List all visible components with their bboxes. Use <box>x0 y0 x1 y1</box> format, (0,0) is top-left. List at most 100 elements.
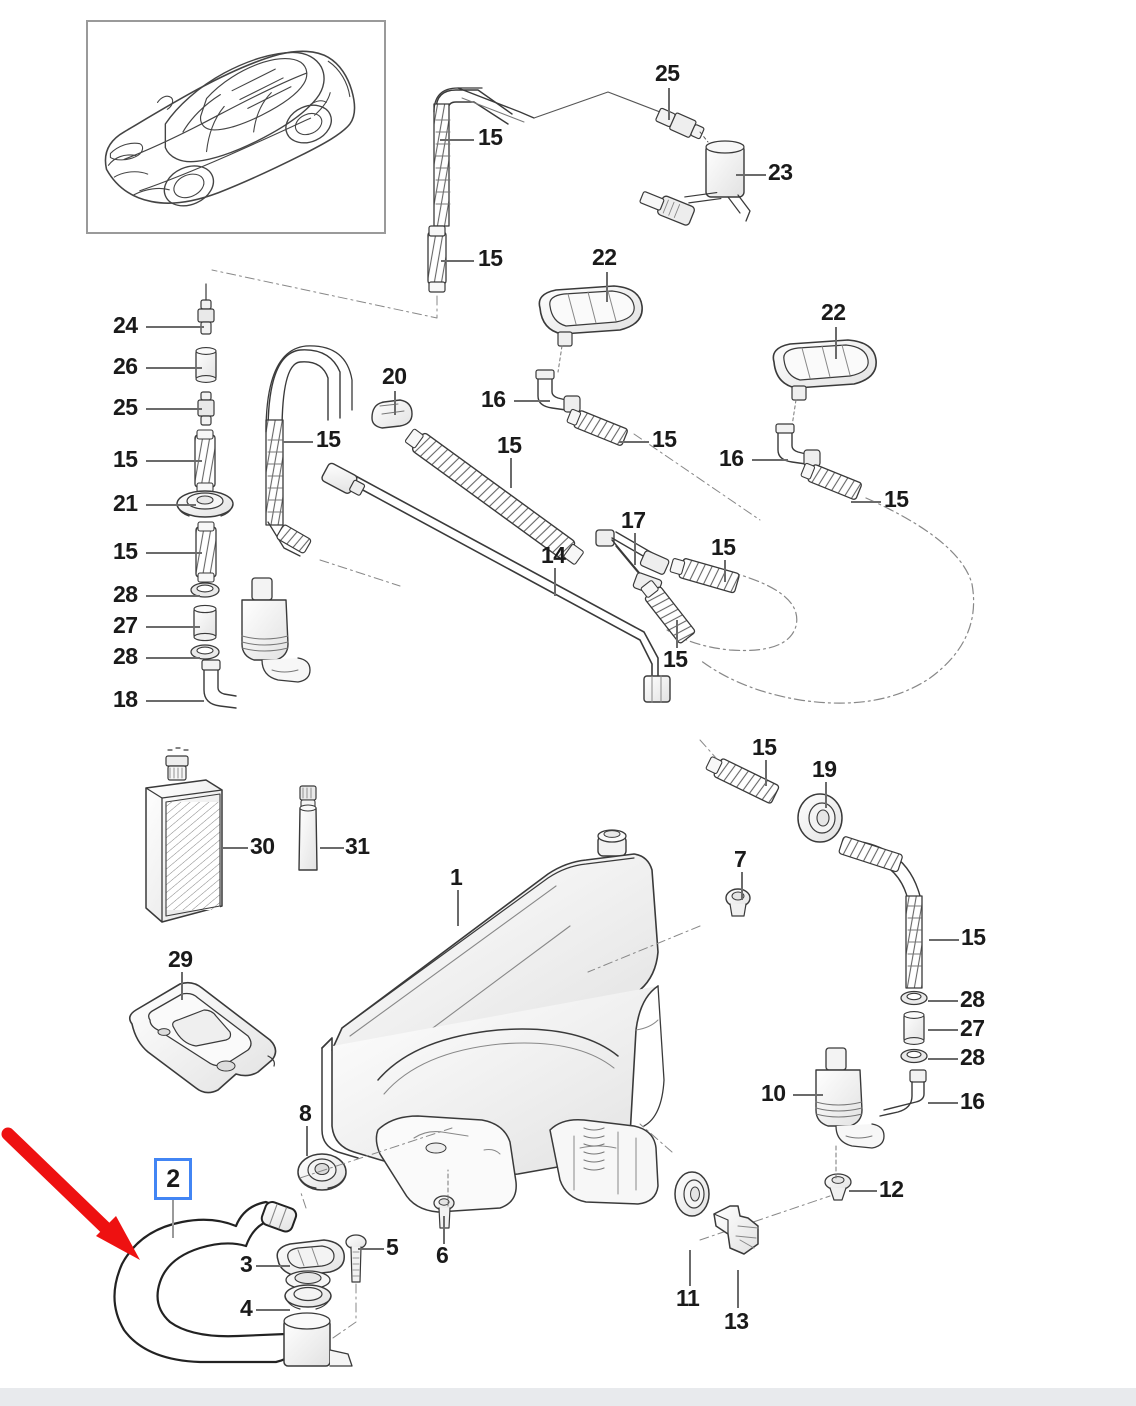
callout-number-16: 16 <box>481 386 506 412</box>
callout-number-15: 15 <box>961 924 986 950</box>
leader-line <box>146 504 196 506</box>
leader-line <box>737 1270 739 1308</box>
leader-line <box>736 174 766 176</box>
leader-line <box>741 872 743 900</box>
callout-number-5: 5 <box>386 1234 399 1260</box>
leader-line <box>668 88 670 120</box>
leader-line <box>457 890 459 926</box>
leader-line <box>793 1094 823 1096</box>
callout-number-17: 17 <box>621 507 646 533</box>
callout-number-1: 1 <box>450 864 463 890</box>
leader-line <box>146 460 202 462</box>
leader-line <box>752 459 788 461</box>
callout-number-8: 8 <box>299 1100 312 1126</box>
leader-line <box>510 458 512 488</box>
leader-line <box>634 533 636 565</box>
callout-number-27: 27 <box>113 612 138 638</box>
leader-line <box>825 782 827 808</box>
callout-number-15: 15 <box>663 646 688 672</box>
callout-number-11: 11 <box>676 1285 700 1311</box>
callout-number-25: 25 <box>113 394 138 420</box>
callout-number-26: 26 <box>113 353 138 379</box>
leader-line <box>320 847 344 849</box>
highlighted-part-number: 2 <box>166 1164 180 1193</box>
leader-line <box>554 568 556 596</box>
callout-number-15: 15 <box>113 538 138 564</box>
callout-number-16: 16 <box>960 1088 985 1114</box>
highlight-leader-line <box>172 1200 174 1238</box>
callout-number-15: 15 <box>497 432 522 458</box>
callout-number-15: 15 <box>652 426 677 452</box>
highlighted-part-box[interactable]: 2 <box>154 1158 192 1200</box>
callout-number-15: 15 <box>711 534 736 560</box>
leader-line <box>146 657 200 659</box>
callout-number-15: 15 <box>478 124 503 150</box>
callout-number-27: 27 <box>960 1015 985 1041</box>
leader-line <box>689 1250 691 1286</box>
callout-number-24: 24 <box>113 312 138 338</box>
leader-line <box>514 400 550 402</box>
callout-number-15: 15 <box>752 734 777 760</box>
callout-number-28: 28 <box>113 581 138 607</box>
callout-number-16: 16 <box>719 445 744 471</box>
callout-number-10: 10 <box>761 1080 786 1106</box>
leader-line <box>181 972 183 1000</box>
leader-line <box>222 847 248 849</box>
callout-number-14: 14 <box>541 542 566 568</box>
vehicle-inset-frame <box>86 20 386 234</box>
leader-line <box>441 260 474 262</box>
callout-number-13: 13 <box>724 1308 749 1334</box>
callout-number-20: 20 <box>382 363 407 389</box>
leader-line <box>146 552 202 554</box>
leader-line <box>146 626 200 628</box>
leader-line <box>619 441 649 443</box>
leader-line <box>146 326 204 328</box>
leader-line <box>765 760 767 786</box>
leader-line <box>146 700 204 702</box>
vehicle-illustration-icon <box>104 50 356 207</box>
callout-number-28: 28 <box>960 1044 985 1070</box>
leader-line <box>440 139 474 141</box>
leader-line <box>724 560 726 582</box>
leader-line <box>358 1248 384 1250</box>
leader-line <box>394 391 396 415</box>
leader-line <box>676 620 678 648</box>
callout-number-30: 30 <box>250 833 275 859</box>
callout-number-22: 22 <box>592 244 617 270</box>
footer-strip <box>0 1388 1136 1406</box>
callout-number-18: 18 <box>113 686 138 712</box>
callout-number-15: 15 <box>316 426 341 452</box>
callout-number-21: 21 <box>113 490 138 516</box>
leader-line <box>443 1216 445 1244</box>
callout-number-23: 23 <box>768 159 793 185</box>
leader-line <box>929 939 959 941</box>
leader-line <box>306 1126 308 1156</box>
leader-line <box>283 441 313 443</box>
callout-number-6: 6 <box>436 1242 449 1268</box>
leader-line <box>146 408 202 410</box>
leader-line <box>146 595 200 597</box>
leader-line <box>835 327 837 359</box>
callout-number-31: 31 <box>345 833 370 859</box>
leader-line <box>256 1309 290 1311</box>
leader-line <box>849 1190 877 1192</box>
leader-line <box>606 272 608 302</box>
callout-number-15: 15 <box>113 446 138 472</box>
callout-number-22: 22 <box>821 299 846 325</box>
callout-number-28: 28 <box>113 643 138 669</box>
leader-line <box>146 367 202 369</box>
leader-line <box>928 1029 958 1031</box>
callout-number-4: 4 <box>240 1295 253 1321</box>
callout-number-29: 29 <box>168 946 193 972</box>
callout-number-19: 19 <box>812 756 837 782</box>
callout-number-15: 15 <box>478 245 503 271</box>
callout-number-7: 7 <box>734 846 747 872</box>
callout-number-28: 28 <box>960 986 985 1012</box>
leader-line <box>256 1265 290 1267</box>
leader-line <box>928 1058 958 1060</box>
callout-number-25: 25 <box>655 60 680 86</box>
leader-line <box>928 1000 958 1002</box>
